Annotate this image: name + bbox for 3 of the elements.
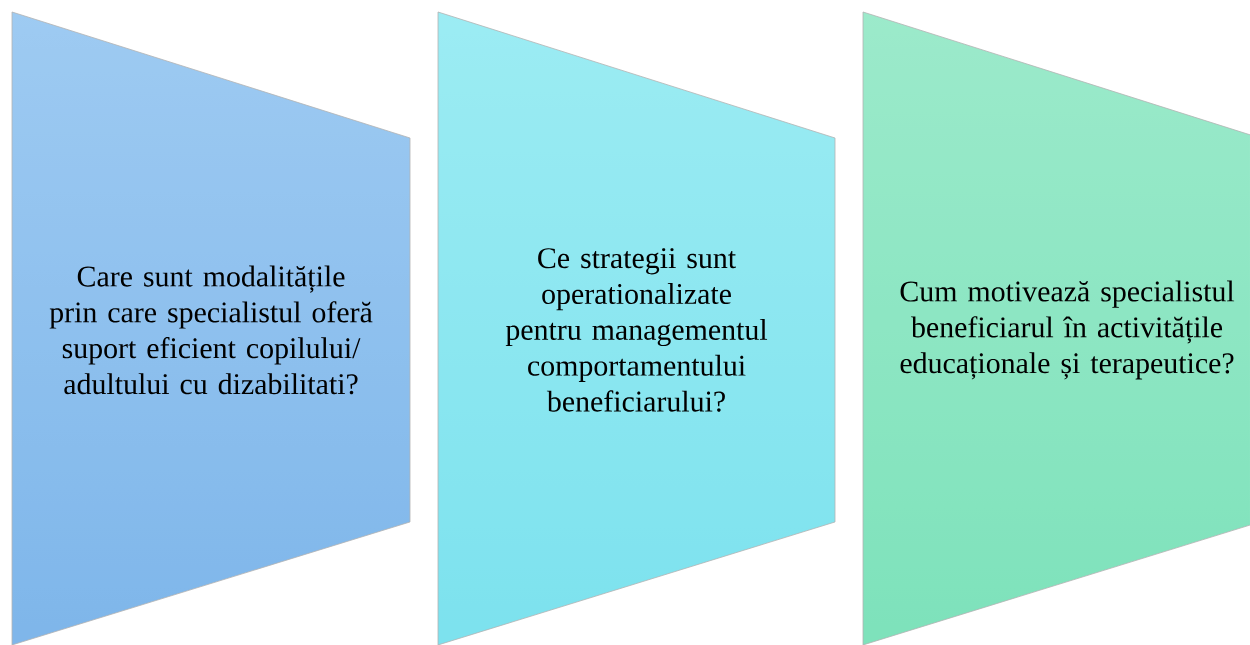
trapezoid-box: Ce strategii sunt operationalizate pentru managementul comportamentului beneficiarului? [437, 11, 836, 645]
trapezoid-box: Cum motivează specialistul beneficiarul în activitățile educaționale și terapeutice? [862, 11, 1250, 645]
trapezoid-box: Care sunt modalitățile prin care specialistul oferă suport eficient copilului/ adultului cu dizabilitati? [11, 11, 411, 645]
